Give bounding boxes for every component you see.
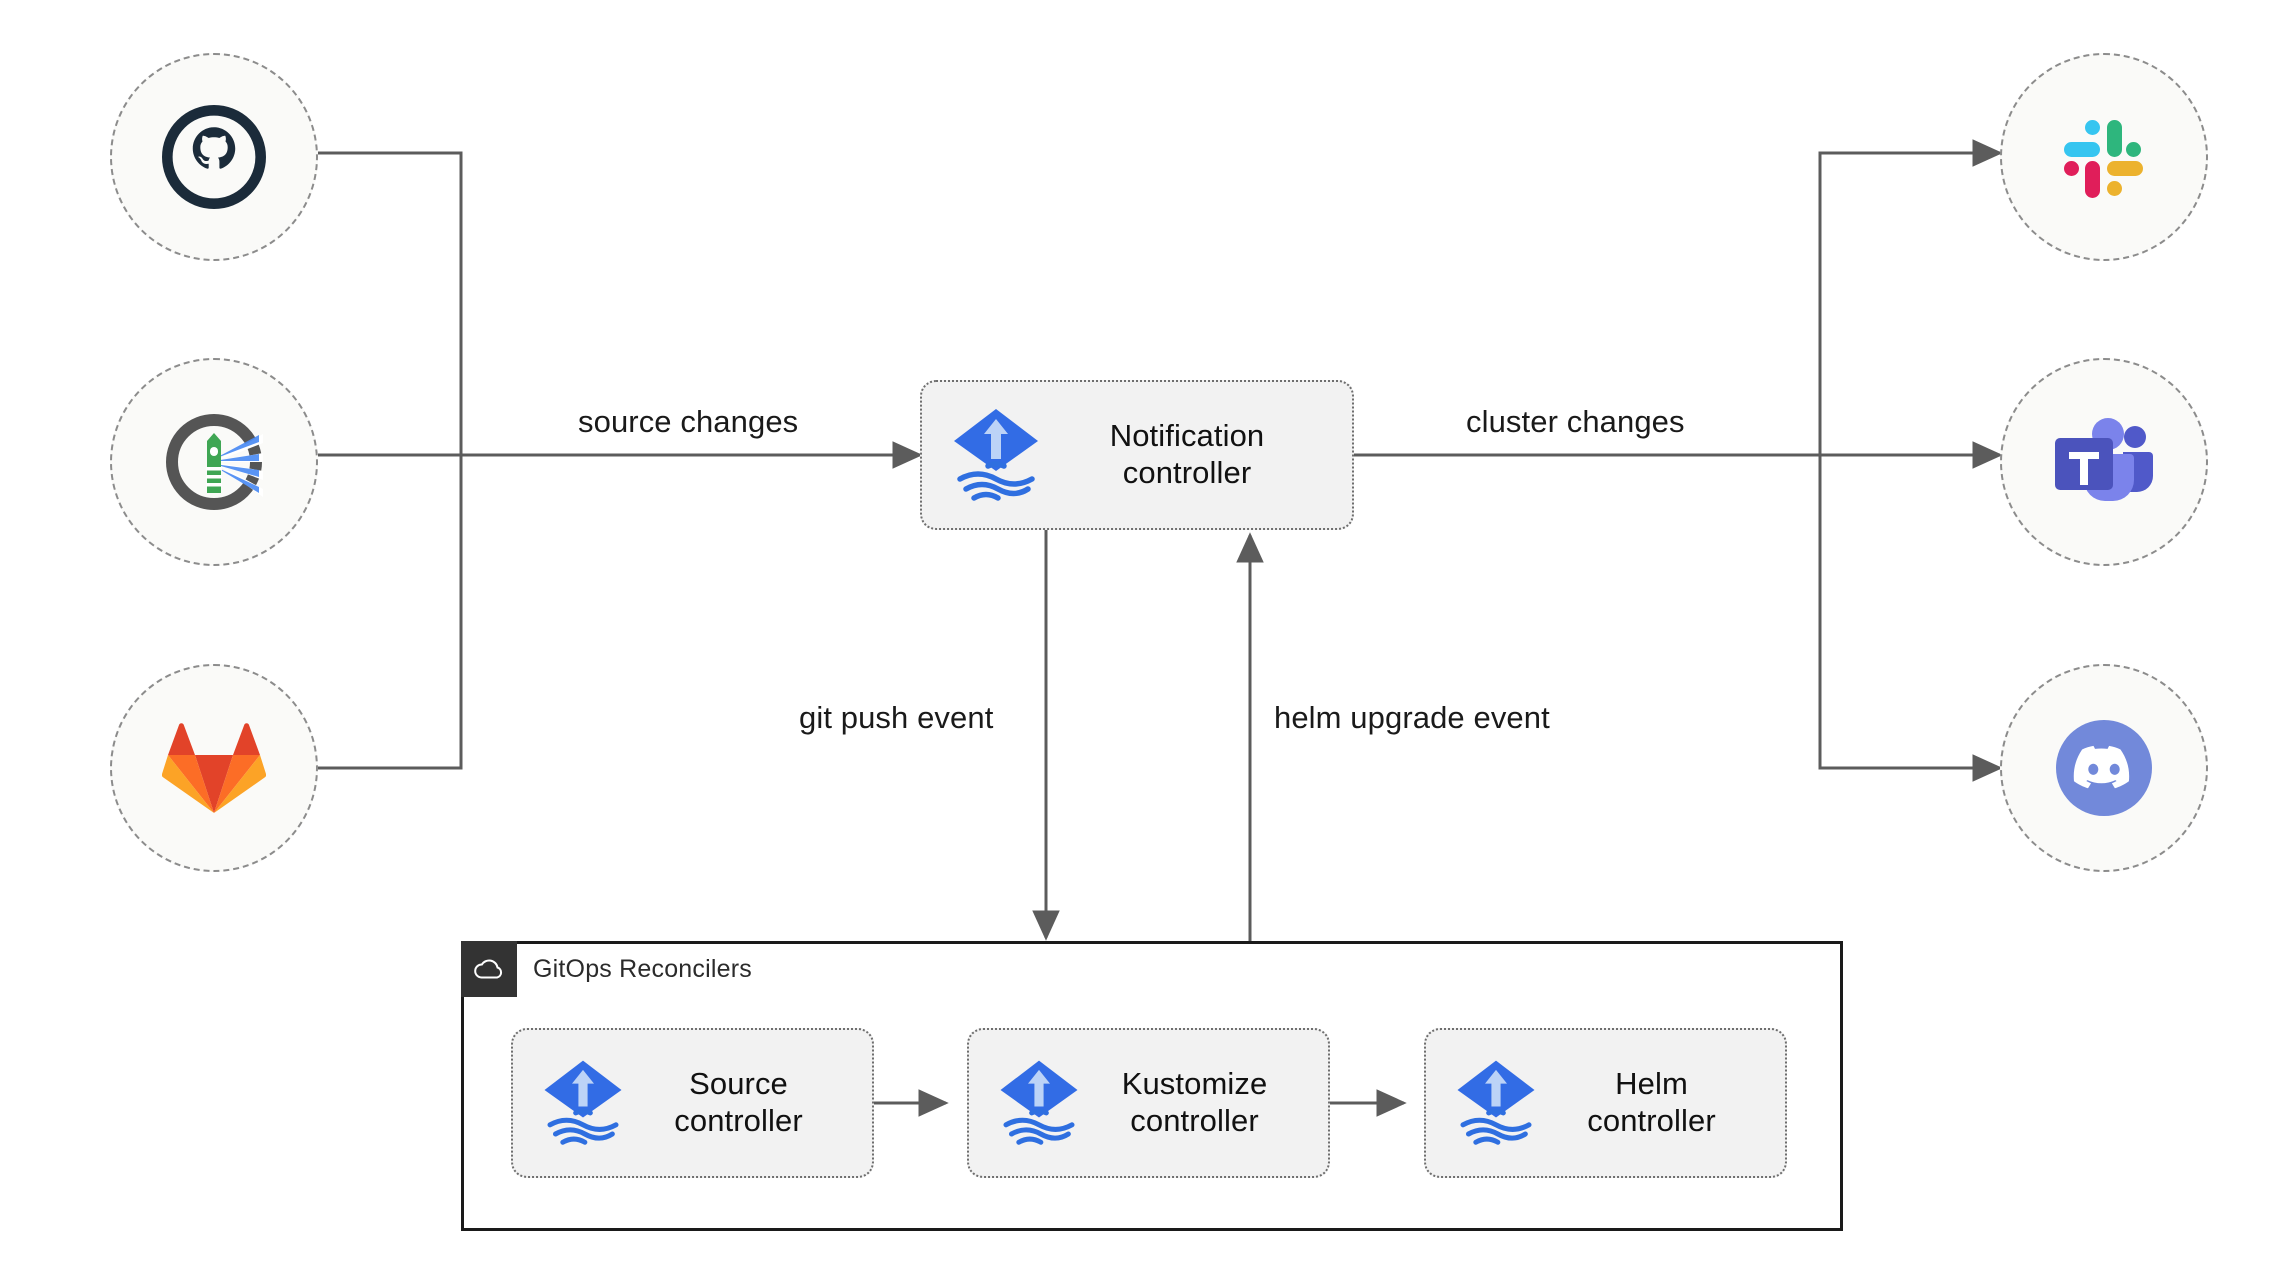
source-node-gitlab[interactable] [110,664,318,872]
edge-gitlab-to-bus [318,455,463,770]
target-node-teams[interactable] [2000,358,2208,566]
edge-github-to-bus [318,151,463,455]
source-node-flux[interactable] [110,358,318,566]
notification-controller-node[interactable]: Notification controller [920,380,1354,530]
gitops-reconcilers-group [461,941,1843,1231]
gitops-reconcilers-title: GitOps Reconcilers [533,954,752,983]
flux-source-lighthouse-icon [159,407,269,517]
kustomize-controller-node[interactable]: Kustomize controller [967,1028,1330,1178]
helm-controller-node[interactable]: Helm controller [1424,1028,1787,1178]
source-controller-label: Source controller [674,1066,803,1138]
notification-controller-label: Notification controller [1109,418,1265,490]
edge-bus-to-discord [1818,455,2003,782]
flux-logo-icon [948,403,1044,508]
edge-label-cluster-changes: cluster changes [1466,404,1685,439]
edge-bus-to-slack [1818,139,2003,455]
gitlab-icon [161,719,267,817]
target-node-discord[interactable] [2000,664,2208,872]
source-node-github[interactable] [110,53,318,261]
flux-logo-icon [1452,1055,1540,1152]
msteams-icon [2053,416,2155,508]
flux-logo-icon [995,1055,1083,1152]
edge-label-helm-upgrade-event: helm upgrade event [1274,700,1550,735]
edge-label-source-changes: source changes [578,404,799,439]
discord-icon [2052,716,2156,820]
source-controller-node[interactable]: Source controller [511,1028,874,1178]
kustomize-controller-label: Kustomize controller [1121,1066,1268,1138]
target-node-slack[interactable] [2000,53,2208,261]
cloud-icon [461,941,517,997]
slack-icon [2056,109,2152,205]
gitops-reconcilers-header: GitOps Reconcilers [461,941,752,997]
edge-label-git-push-event: git push event [799,700,994,735]
github-icon [162,105,266,209]
helm-controller-label: Helm controller [1587,1066,1716,1138]
flux-logo-icon [539,1055,627,1152]
